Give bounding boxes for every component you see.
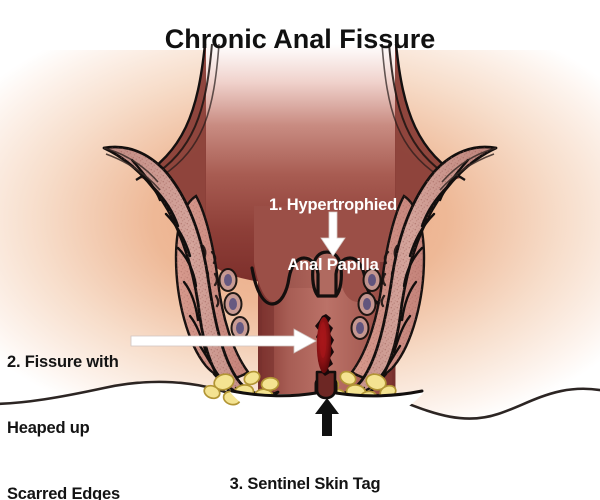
label-1-arrow-down — [320, 211, 346, 257]
anal-fissure — [315, 314, 334, 376]
anal-columns-and-papilla — [250, 206, 404, 306]
label-3-line-1: 3. Sentinel Skin Tag — [229, 475, 381, 493]
label-1-line-1: 1. Hypertrophied — [269, 196, 397, 214]
page-title: Chronic Anal Fissure — [164, 24, 436, 54]
label-2-line-3: Scarred Edges — [7, 485, 120, 500]
label-2-fissure-with-heaped-up-scarred-edges: 2. Fissure with Heaped up Scarred Edges — [7, 307, 187, 500]
label-2-line-1: 2. Fissure with — [7, 353, 119, 371]
label-2-arrow-right — [130, 328, 317, 354]
label-2-line-2: Heaped up — [7, 419, 90, 437]
label-1-line-2: Anal Papilla — [287, 256, 379, 274]
hypertrophied-anal-papilla — [311, 250, 343, 298]
label-1-hypertrophied-anal-papilla: 1. Hypertrophied Anal Papilla — [243, 155, 423, 315]
label-3-arrow-up — [315, 398, 339, 436]
label-3-sentinel-skin-tag: 3. Sentinel Skin Tag — [190, 437, 420, 500]
sentinel-skin-tag — [315, 370, 337, 400]
